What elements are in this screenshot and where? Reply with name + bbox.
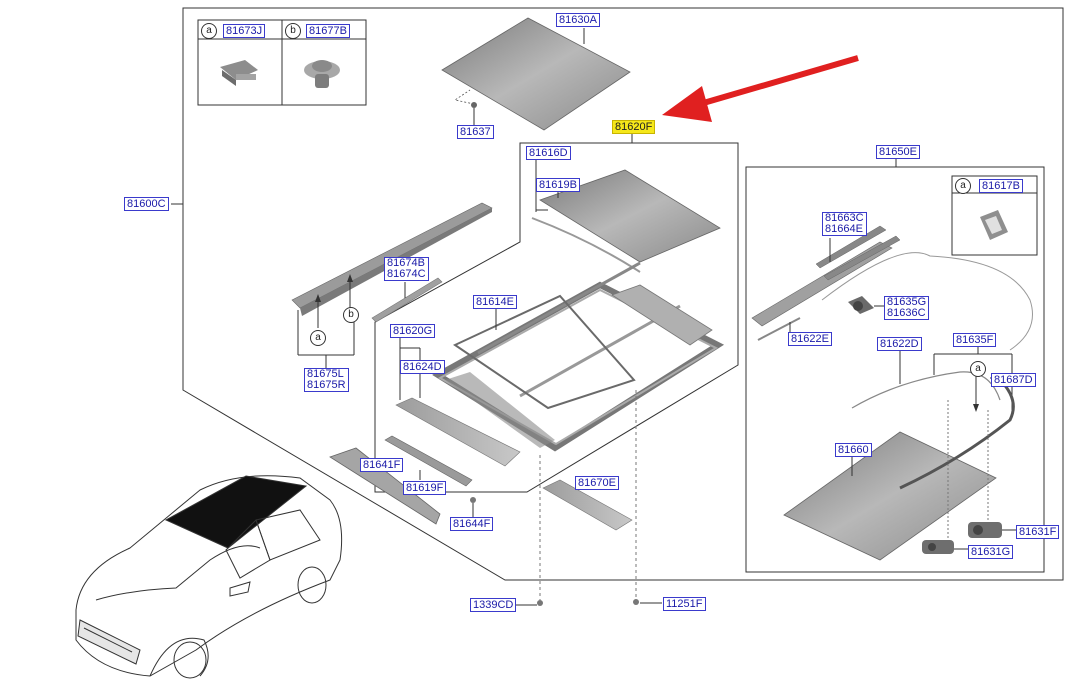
part-label-81631F[interactable]: 81631F <box>1016 525 1060 539</box>
part-label-81630A[interactable]: 81630A <box>556 13 600 27</box>
frame-group-boundary <box>374 142 739 493</box>
part-label-1339CD[interactable]: 1339CD <box>470 598 517 612</box>
part-label-81635G-81636C[interactable]: 81635G 81636C <box>884 296 930 320</box>
callout-b: b <box>285 23 301 39</box>
part-label-81677B[interactable]: 81677B <box>306 24 350 38</box>
part-label-81619F[interactable]: 81619F <box>403 481 447 495</box>
part-label-81650E[interactable]: 81650E <box>876 145 920 159</box>
motor-81631G-shape <box>922 540 954 554</box>
seal-81619F <box>384 435 473 487</box>
part-label-81620F[interactable]: 81620F <box>612 120 656 134</box>
part-label-81624D[interactable]: 81624D <box>400 360 445 374</box>
motor-81635G-shape <box>848 296 874 314</box>
part-label-81617B[interactable]: 81617B <box>979 179 1023 193</box>
part-label-81620G[interactable]: 81620G <box>390 324 436 338</box>
part-label-81637[interactable]: 81637 <box>457 125 494 139</box>
part-label-81600C[interactable]: 81600C <box>124 197 169 211</box>
part-label-81674[interactable]: 81674B 81674C <box>384 257 429 281</box>
part-label-81619B[interactable]: 81619B <box>536 178 580 192</box>
part-label-81675[interactable]: 81675L 81675R <box>304 368 349 392</box>
part-label-81644F[interactable]: 81644F <box>450 517 494 531</box>
part-label-81663C-81664E[interactable]: 81663C 81664E <box>822 212 867 236</box>
sunroof-frame-81614E <box>432 261 725 452</box>
main-boundary <box>182 7 1064 581</box>
vehicle-illustration <box>75 475 343 679</box>
callout-a-right: a <box>970 361 986 377</box>
strip-81674 <box>371 277 443 323</box>
shade-81624D <box>395 397 521 467</box>
part-label-81631G[interactable]: 81631G <box>968 545 1014 559</box>
part-label-11251F[interactable]: 11251F <box>663 597 706 611</box>
part-label-81660[interactable]: 81660 <box>835 443 872 457</box>
motor-kit-box <box>745 166 1045 573</box>
pointer-arrow <box>662 55 859 122</box>
roof-panel-81630A <box>441 17 631 131</box>
clip-81677B-shape <box>304 60 340 88</box>
callout-b-rail: b <box>343 307 359 323</box>
part-label-81687D[interactable]: 81687D <box>991 373 1036 387</box>
front-trim-81641F <box>329 447 441 525</box>
rear-trim-81670E <box>542 479 633 531</box>
grommet-81617B-shape <box>980 210 1008 240</box>
part-label-81622E[interactable]: 81622E <box>788 332 832 346</box>
part-label-81670E[interactable]: 81670E <box>575 476 619 490</box>
part-label-81616D[interactable]: 81616D <box>526 146 571 160</box>
callout-a-kit: a <box>955 178 971 194</box>
callout-a: a <box>201 23 217 39</box>
callout-a-rail: a <box>310 330 326 346</box>
part-label-81641F[interactable]: 81641F <box>360 458 404 472</box>
motor-81631F-shape <box>968 522 1002 538</box>
part-label-81635F[interactable]: 81635F <box>953 333 997 347</box>
part-label-81614E[interactable]: 81614E <box>473 295 517 309</box>
part-label-81673J[interactable]: 81673J <box>223 24 266 38</box>
clip-81673J-shape <box>220 60 258 86</box>
part-label-81622D[interactable]: 81622D <box>877 337 922 351</box>
glass-panel-81616D <box>539 169 721 263</box>
